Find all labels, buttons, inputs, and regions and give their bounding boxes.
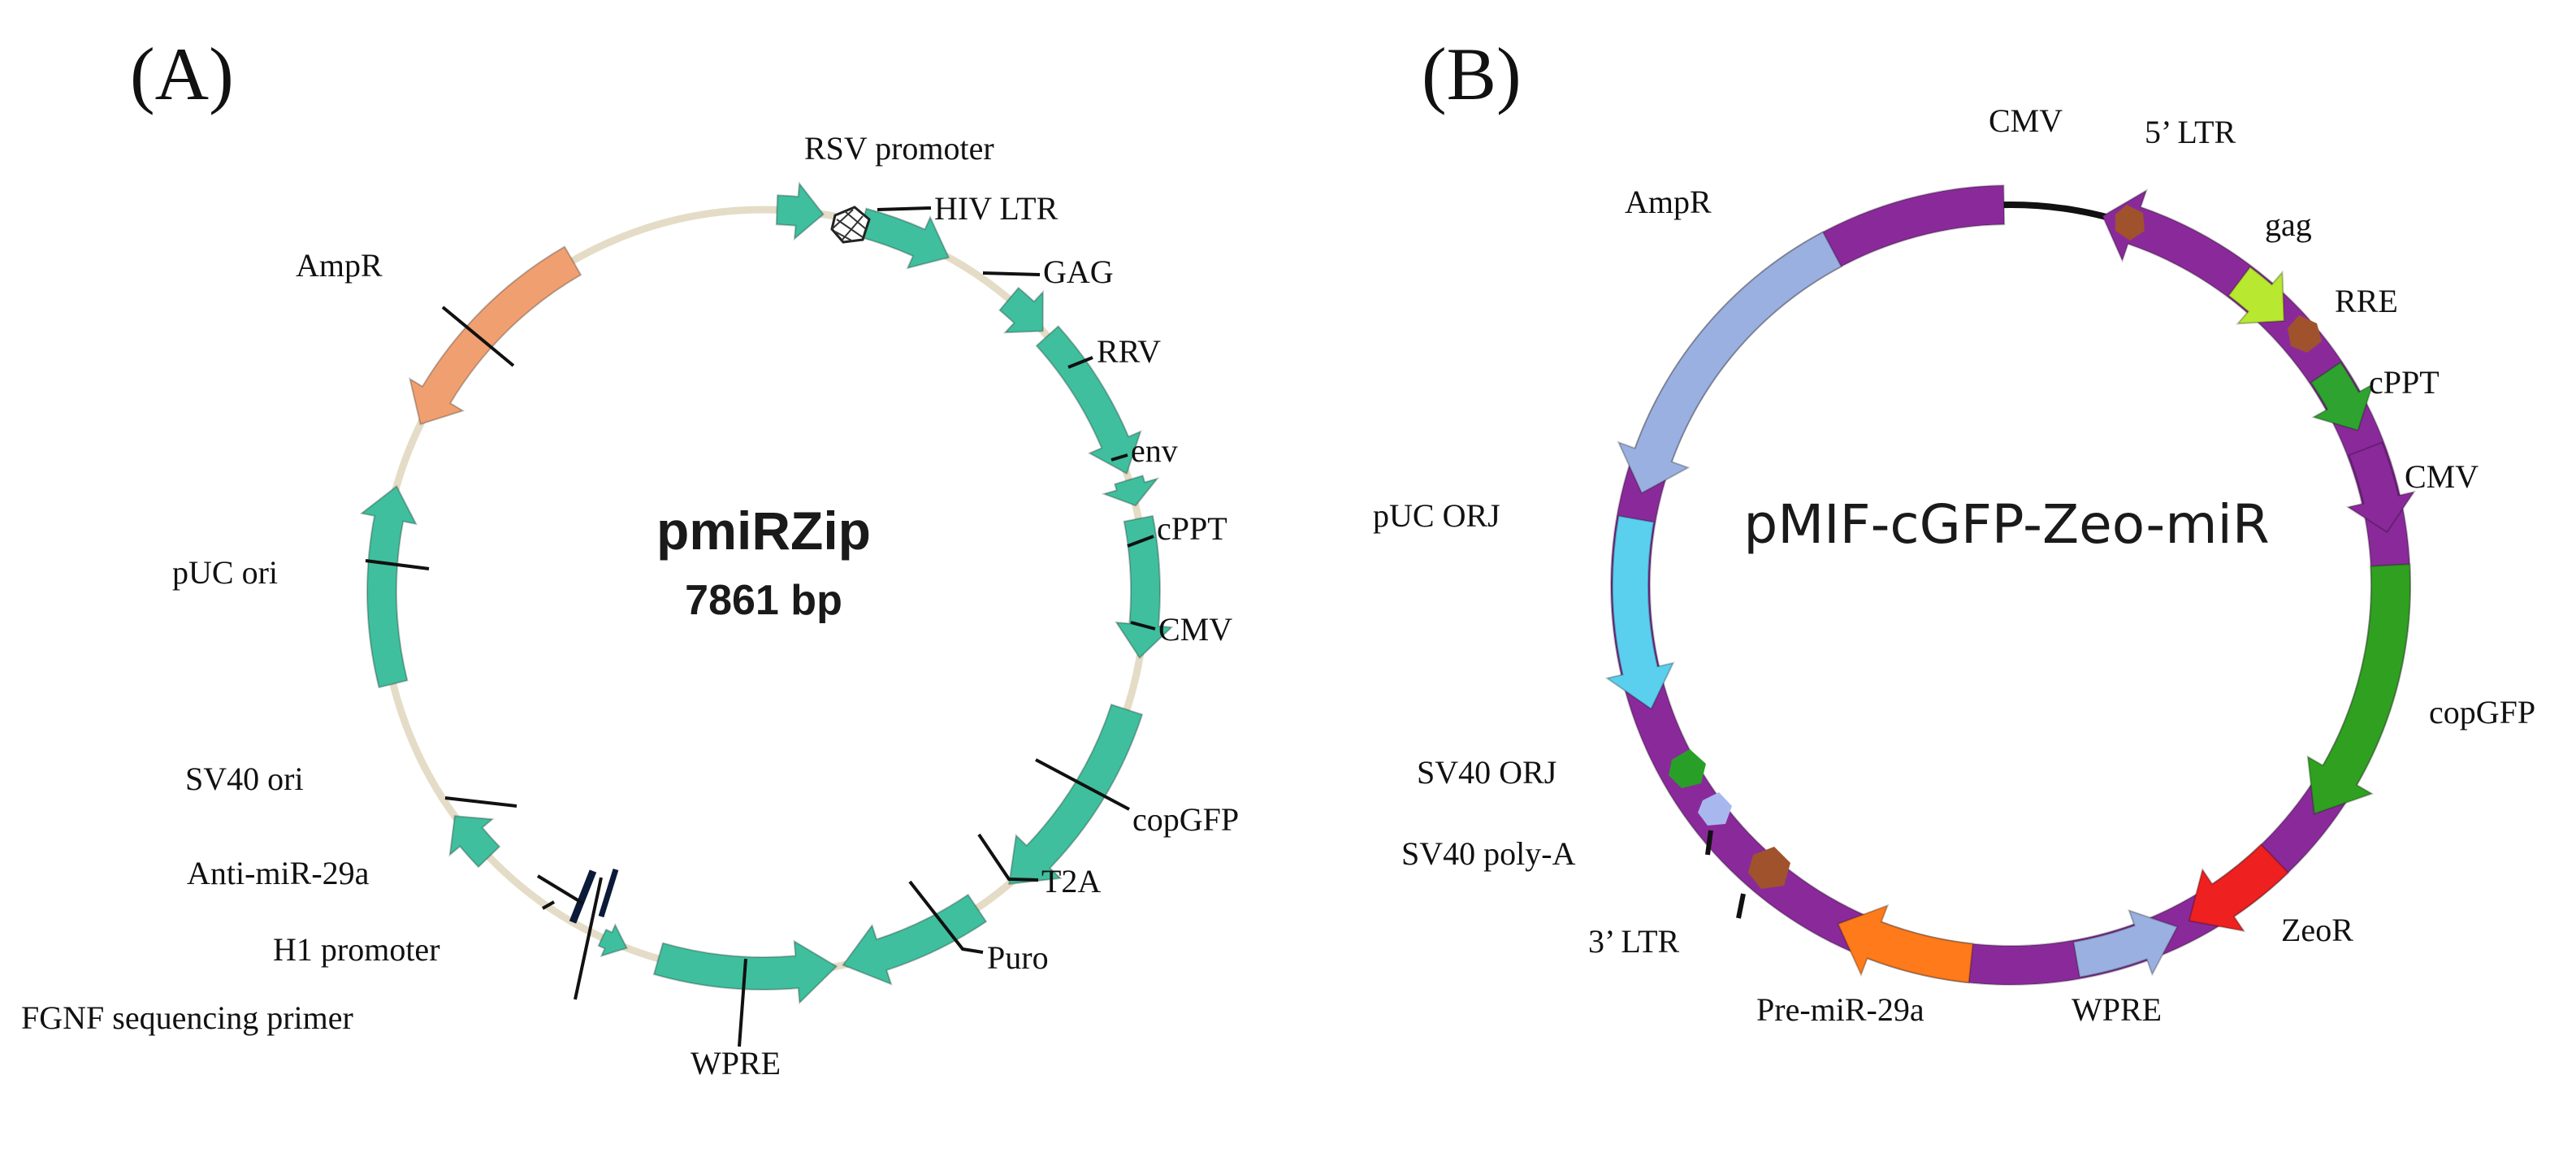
label-cppt: cPPT: [1157, 510, 1227, 547]
label-gag: GAG: [1043, 254, 1114, 290]
b-puc-arrow: [1604, 514, 1675, 710]
puro-arrow: [842, 893, 988, 986]
label-puro: Puro: [987, 939, 1049, 976]
label-b-wpre: WPRE: [2072, 991, 2162, 1028]
label-rsv-promoter: RSV promoter: [804, 130, 994, 167]
env-arrow: [1035, 325, 1142, 475]
primer-mark: [598, 868, 619, 918]
label-b-puc-orj: pUC ORJ: [1373, 497, 1500, 534]
label-t2a: T2A: [1041, 863, 1101, 899]
ltr5-marker: [2115, 205, 2145, 241]
h1-promoter-mark: [569, 869, 597, 924]
label-copgfp: copGFP: [1132, 801, 1239, 838]
label-b-sv40-polya: SV40 poly-A: [1401, 835, 1576, 872]
panel-a-letter: (A): [130, 33, 234, 115]
panel-b-plasmid-name: pMIF-cGFP-Zeo-miR: [1743, 493, 2269, 556]
panel-a-plasmid-size: 7861 bp: [685, 577, 842, 624]
label-b-gag: gag: [2265, 206, 2312, 243]
b-wpre-arrow: [2072, 908, 2179, 978]
cmv-arrow: [1115, 514, 1174, 660]
label-b-sv40-orj: SV40 ORJ: [1417, 754, 1556, 791]
label-hiv-ltr: HIV LTR: [934, 190, 1059, 227]
label-b-copgfp: copGFP: [2429, 694, 2535, 730]
label-cmv: CMV: [1158, 611, 1232, 648]
b-cmv-top-arrow: [1610, 184, 2411, 986]
hiv-ltr-marker: [830, 206, 871, 244]
b-cppt-arrow: [2310, 361, 2375, 431]
label-puc-ori: pUC ori: [172, 554, 278, 591]
sv40-polya-tick: [1705, 830, 1713, 856]
rre-marker: [2288, 315, 2322, 353]
gag-arrow: [857, 207, 950, 270]
b-pre-mir-arrow: [1837, 904, 1974, 984]
b-copgfp-arrow: [2306, 563, 2411, 816]
label-sv40-ori: SV40 ori: [185, 761, 304, 797]
panel-b-features: [1604, 184, 2416, 986]
sv40-orj-marker: [1669, 749, 1706, 788]
sv40-ori-arrow: [448, 815, 501, 869]
label-b-cmv-right: CMV: [2405, 458, 2479, 495]
label-wpre: WPRE: [691, 1045, 781, 1081]
label-b-ltr5: 5’ LTR: [2145, 114, 2236, 150]
panel-a-plasmid-name: pmiRZip: [656, 501, 871, 561]
label-env: env: [1131, 432, 1178, 469]
label-b-ltr3: 3’ LTR: [1588, 923, 1680, 960]
puc-ori-arrow: [359, 484, 418, 689]
label-rrv: RRV: [1097, 333, 1161, 370]
panel-b-letter: (B): [1422, 33, 1522, 115]
ltr3-marker: [1748, 847, 1790, 889]
panel-a-leaders: [365, 206, 1156, 1047]
ltr3-tick: [1736, 893, 1746, 919]
anti-mir-arrow: [597, 922, 628, 958]
b-zeor-arrow: [2188, 843, 2290, 933]
label-b-cppt: cPPT: [2369, 364, 2440, 401]
panel-a: (A) pmiRZip 7861 bp: [21, 33, 1239, 1081]
label-fgnf-primer: FGNF sequencing primer: [21, 999, 353, 1036]
b-cmv-right-arrow: [2345, 441, 2416, 534]
label-anti-mir: Anti-miR-29a: [187, 855, 370, 891]
panel-b: (B) pMIF-cGFP-Zeo-miR CMV 5’ LTR gag RRE…: [1373, 33, 2535, 1028]
cppt-arrow: [1101, 475, 1160, 507]
copgfp-arrow: [1007, 703, 1144, 886]
b-gag-arrow: [2227, 266, 2285, 325]
label-b-zeor: ZeoR: [2281, 912, 2353, 948]
label-b-ampr: AmpR: [1625, 184, 1712, 220]
label-b-rre: RRE: [2335, 283, 2398, 319]
label-b-pre-mir: Pre-miR-29a: [1756, 991, 1924, 1028]
label-h1-promoter: H1 promoter: [273, 931, 440, 968]
rsv-promoter-arrow: [775, 181, 825, 241]
rrv-arrow: [998, 286, 1044, 334]
label-ampr: AmpR: [296, 247, 383, 284]
label-b-cmv-top: CMV: [1989, 102, 2063, 139]
b-ampr-arrow: [1617, 231, 1842, 495]
ampr-arrow: [409, 245, 582, 426]
sv40-polya-marker: [1698, 792, 1732, 826]
